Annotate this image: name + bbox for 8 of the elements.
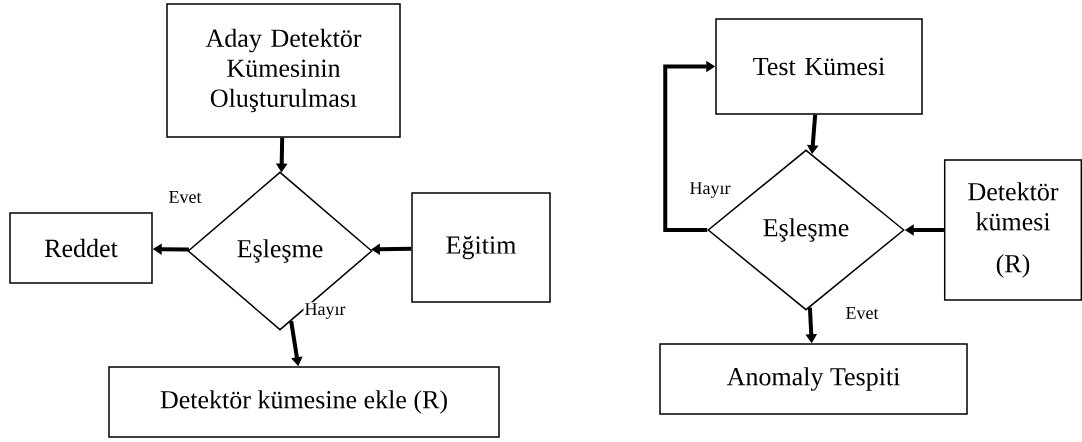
process-box: Eğitim: [411, 192, 551, 303]
process-box: Anomaly Tespiti: [659, 343, 968, 415]
process-box: Aday Detektör Kümesinin Oluşturulması: [166, 3, 401, 138]
process-box: Detektör kümesi (R): [943, 159, 1082, 301]
process-box: Test Kümesi: [715, 18, 923, 115]
process-box: Detektör kümesine ekle (R): [108, 366, 500, 438]
process-box: Reddet: [9, 212, 153, 284]
edge-label: Hayır: [303, 302, 347, 320]
